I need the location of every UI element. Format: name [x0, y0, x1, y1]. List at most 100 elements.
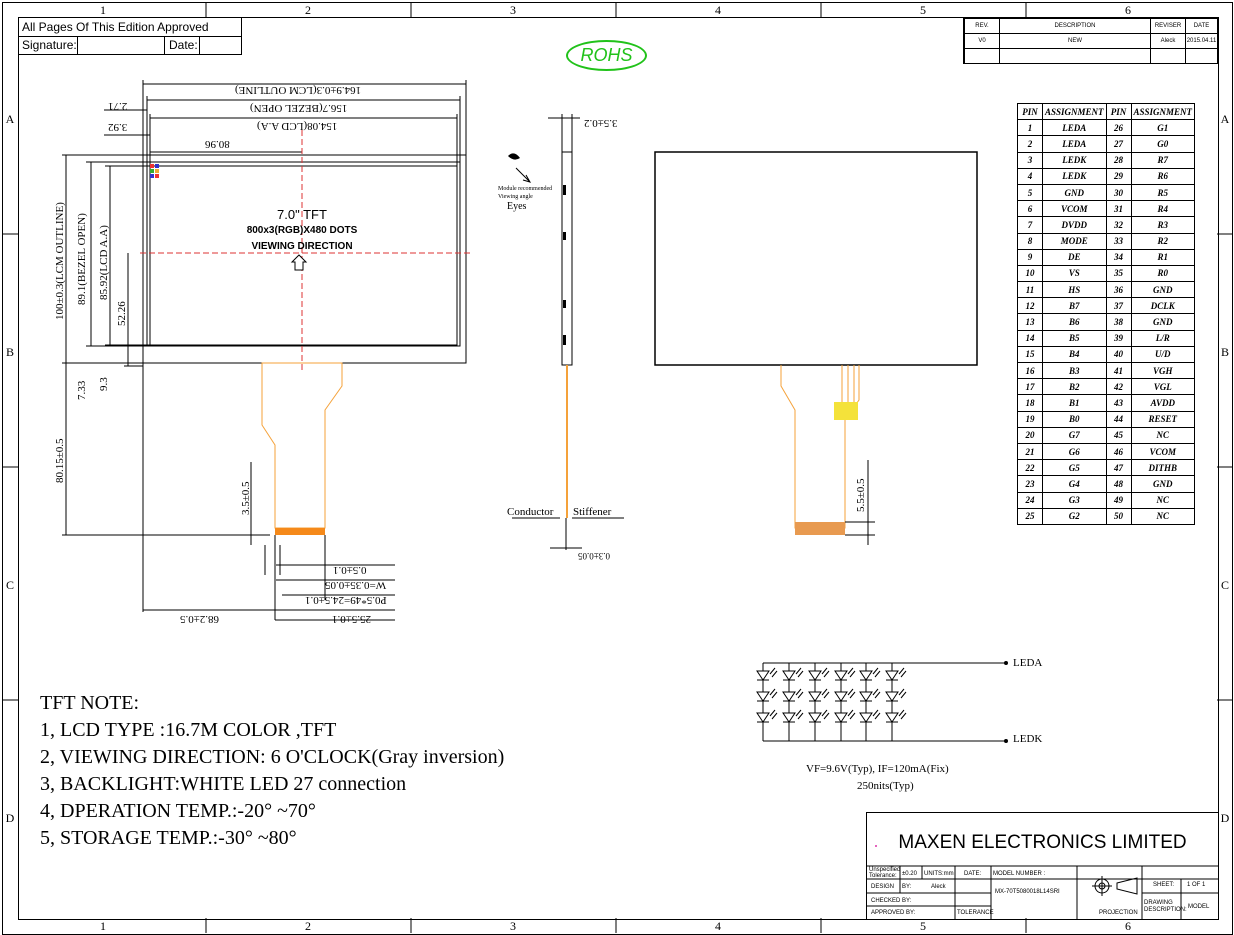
design-by-label: BY: — [902, 884, 912, 890]
note-3: 3, BACKLIGHT:WHITE LED 27 connection — [40, 773, 407, 795]
led-emission-arrow — [795, 709, 804, 720]
sheet-value: 1 OF 1 — [1187, 882, 1206, 888]
led-emission-arrow — [847, 709, 856, 720]
zone-col-2-bottom: 2 — [305, 919, 311, 933]
note-4: 4, DPERATION TEMP.:-20° ~70° — [40, 800, 316, 822]
led-emission-arrow — [847, 667, 856, 678]
led-diode — [885, 712, 899, 723]
led-diode — [859, 691, 873, 702]
revision-table: REV. DESCRIPTION REVISER DATE V0 NEW Ale… — [963, 17, 1219, 64]
checked-by-label: CHECKED BY: — [871, 898, 912, 904]
drawing-description-label: DRAWING DESCRIPTION: — [1144, 900, 1187, 913]
lcd-resolution: 800x3(RGB)X480 DOTS — [246, 225, 358, 236]
led-emission-arrow — [898, 688, 907, 699]
led-emission-arrow — [872, 688, 881, 699]
led-diode — [782, 712, 796, 723]
led-diode — [756, 691, 770, 702]
eyes-label: Eyes — [507, 201, 527, 212]
led-diode — [885, 670, 899, 681]
led-emission-arrow — [769, 688, 778, 699]
led-diode — [834, 670, 848, 681]
date-field-label: DATE: — [964, 871, 982, 877]
zone-row-b-right: B — [1220, 345, 1229, 359]
title-block: MAXEN ELECTRONICS LIMITED Unspecified To… — [866, 812, 1219, 920]
zone-col-1: 1 — [100, 3, 106, 17]
zone-row-a: A — [5, 112, 15, 126]
projection-label: PROJECTION — [1099, 910, 1138, 916]
approval-box: All Pages Of This Edition Approved Signa… — [18, 17, 242, 55]
approval-text: All Pages Of This Edition Approved — [22, 20, 209, 34]
led-emission-arrow — [769, 709, 778, 720]
led-diode — [782, 670, 796, 681]
led-emission-arrow — [795, 667, 804, 678]
tolerance-value: ±0.20 — [902, 871, 917, 877]
note-5: 5, STORAGE TEMP.:-30° ~80° — [40, 827, 297, 849]
zone-col-3-bottom: 3 — [510, 919, 516, 933]
led-diode — [834, 691, 848, 702]
zone-row-d-right: D — [1220, 811, 1230, 825]
ledk-label: LEDK — [1013, 733, 1043, 745]
rohs-badge: ROHS — [566, 40, 647, 71]
conductor-label: Conductor — [507, 506, 554, 518]
note-2: 2, VIEWING DIRECTION: 6 O'CLOCK(Gray inv… — [40, 746, 505, 768]
pin-table-header: PIN ASSIGNMENT PIN ASSIGNMENT — [1017, 102, 1196, 121]
zone-row-c: C — [5, 578, 14, 592]
designer-name: Aleck — [931, 884, 946, 890]
led-emission-arrow — [898, 667, 907, 678]
tolerance-label: TOLERANCE — [957, 910, 994, 916]
viewing-angle-label: Viewing angle — [498, 194, 533, 200]
pin-number: 43 — [1105, 394, 1132, 412]
zone-col-5-bottom: 5 — [920, 919, 926, 933]
model-number-label: MODEL NUMBER : — [993, 871, 1046, 877]
zone-col-4: 4 — [715, 3, 721, 17]
zone-col-6-bottom: 6 — [1125, 919, 1131, 933]
led-diode — [808, 712, 822, 723]
approved-by-label: APPROVED BY: — [871, 910, 916, 916]
led-emission-arrow — [795, 688, 804, 699]
zone-col-1-bottom: 1 — [100, 919, 106, 933]
led-diode — [756, 712, 770, 723]
led-brightness: 250nits(Typ) — [857, 780, 914, 792]
company-name: MAXEN ELECTRONICS LIMITED — [898, 832, 1187, 853]
led-diode — [808, 670, 822, 681]
led-diode — [859, 712, 873, 723]
viewing-direction-label: VIEWING DIRECTION — [251, 241, 353, 252]
unspecified-tolerance-label: Unspecified Tolerance: — [869, 867, 901, 879]
led-emission-arrow — [898, 709, 907, 720]
model-number-value: MX-70T5080018L14SRI — [995, 889, 1060, 895]
drawing-frame — [18, 17, 1219, 920]
pin-number: 46 — [1105, 442, 1132, 461]
led-diode — [782, 691, 796, 702]
stiffener-label: Stiffener — [573, 506, 612, 518]
date-label: Date: — [169, 38, 198, 52]
zone-col-4-bottom: 4 — [715, 919, 721, 933]
zone-row-a-right: A — [1220, 112, 1230, 126]
zone-col-6: 6 — [1125, 3, 1131, 17]
pin-number: 37 — [1105, 297, 1132, 315]
zone-row-c-right: C — [1220, 578, 1229, 592]
model-word-label: MODEL — [1188, 904, 1210, 910]
zone-col-2: 2 — [305, 3, 311, 17]
sheet-label: SHEET: — [1153, 882, 1175, 888]
led-diode — [885, 691, 899, 702]
design-label: DESIGN — [871, 884, 895, 890]
pin-assignment: NC — [1130, 507, 1196, 525]
zone-col-5: 5 — [920, 3, 926, 17]
module-recommended-label: Module recommended — [498, 186, 553, 192]
zone-col-3: 3 — [510, 3, 516, 17]
